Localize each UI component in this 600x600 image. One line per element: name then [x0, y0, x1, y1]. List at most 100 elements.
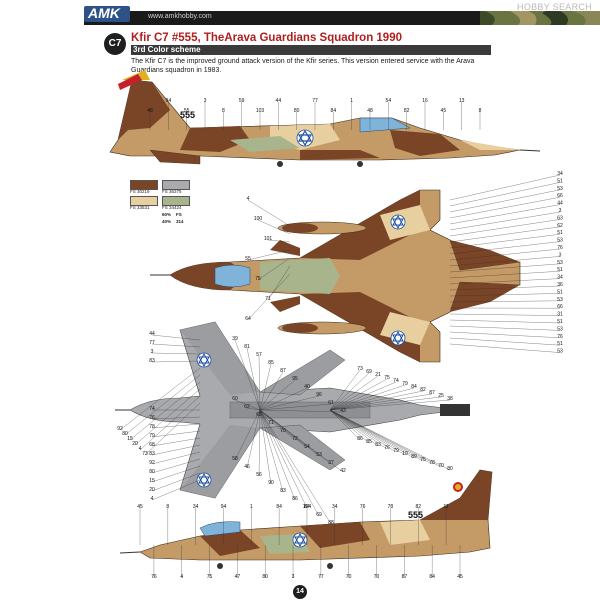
watermark: HOBBY SEARCH — [517, 2, 592, 12]
callout-number: 80 — [294, 108, 300, 114]
chip-code: FS 30219 — [130, 189, 150, 194]
callout-number: 80 — [262, 574, 268, 580]
callout-layer: 4894553859103448077841485482164513841001… — [117, 98, 563, 580]
chip-swatch — [162, 196, 190, 206]
callout-leader — [259, 409, 296, 501]
callout-number: 44 — [557, 201, 563, 207]
callout-leader — [449, 248, 561, 261]
mix-percent: 60% — [162, 212, 172, 217]
callout-number: 86 — [357, 436, 363, 442]
callout-number: 77 — [149, 340, 155, 346]
callout-leader — [449, 331, 561, 338]
callout-leader — [151, 416, 201, 420]
callout-number: 84 — [411, 384, 417, 390]
callout-number: 4 — [139, 446, 142, 452]
callout-leader — [449, 293, 561, 297]
callout-number: 82 — [415, 504, 421, 510]
callout-number: 80 — [149, 469, 155, 475]
callout-number: 61 — [328, 400, 334, 406]
callout-number: 20 — [132, 441, 138, 447]
callout-leader — [151, 444, 201, 456]
callout-number: 66 — [557, 304, 563, 310]
callout-number: 4 — [180, 574, 183, 580]
callout-number: 76 — [149, 415, 155, 421]
callout-number: 1 — [250, 504, 253, 510]
chip-code: FS 36375 — [162, 189, 182, 194]
callout-leader — [329, 409, 424, 462]
callout-leader — [134, 388, 201, 446]
callout-number: 101 — [264, 236, 273, 242]
callout-number: 94 — [166, 98, 172, 104]
callout-number: 51 — [557, 230, 563, 236]
tail-number-bottom: 555 — [408, 510, 423, 520]
callout-number: 16 — [422, 98, 428, 104]
profile-description: The Kfir C7 is the improved ground attac… — [131, 58, 475, 74]
callout-leader — [329, 387, 415, 411]
callout-leader — [259, 409, 296, 441]
callout-leader — [247, 249, 291, 261]
callout-number: 82 — [420, 387, 426, 393]
callout-leader — [259, 363, 272, 411]
callout-number: 76 — [360, 504, 366, 510]
callout-leader — [151, 334, 201, 341]
callout-leader — [449, 234, 561, 249]
callout-number: 87 — [280, 368, 286, 374]
callout-number: 53 — [557, 326, 563, 332]
callout-number: 70 — [346, 574, 352, 580]
callout-number: 3 — [559, 252, 562, 258]
callout-leader — [329, 409, 370, 444]
callout-leader — [151, 458, 201, 474]
chip-swatch — [130, 180, 158, 190]
scheme-bar — [131, 45, 491, 55]
callout-number: 66 — [557, 193, 563, 199]
callout-leader — [329, 390, 424, 411]
callout-number: 72 — [292, 436, 298, 442]
callout-leader — [449, 241, 561, 255]
callout-number: 79 — [149, 433, 155, 439]
callout-number: 85 — [268, 360, 274, 366]
callout-number: 45 — [441, 108, 447, 114]
callout-number: 46 — [244, 464, 250, 470]
callout-number: 15 — [127, 436, 133, 442]
callout-number: 88 — [328, 520, 334, 526]
callout-number: 94 — [221, 504, 227, 510]
callout-number: 51 — [557, 319, 563, 325]
callout-leader — [259, 387, 308, 411]
callout-leader — [329, 409, 451, 471]
callout-leader — [329, 372, 370, 411]
callout-leader — [267, 239, 291, 243]
callout-leader — [449, 285, 561, 291]
callout-leader — [449, 204, 561, 225]
callout-number: 83 — [280, 488, 286, 494]
callout-number: 53 — [557, 186, 563, 192]
callout-number: 87 — [402, 574, 408, 580]
callout-leader — [259, 371, 284, 411]
callout-number: 68 — [149, 442, 155, 448]
callout-number: 84 — [429, 574, 435, 580]
callout-number: 89 — [411, 454, 417, 460]
callout-number: 75 — [255, 276, 261, 282]
callout-number: 82 — [404, 108, 410, 114]
callout-number: 47 — [235, 574, 241, 580]
callout-number: 83 — [149, 358, 155, 364]
callout-number: 76 — [151, 574, 157, 580]
callout-number: 79 — [393, 448, 399, 454]
callout-number: 3 — [292, 574, 295, 580]
callout-leader — [151, 352, 201, 355]
callout-number: 77 — [312, 98, 318, 104]
callout-number: 73 — [357, 366, 363, 372]
callout-leader — [259, 409, 284, 433]
callout-number: 34 — [332, 504, 338, 510]
callout-number: 83 — [149, 451, 155, 457]
callout-number: 31 — [557, 312, 563, 318]
callout-number: 77 — [318, 574, 324, 580]
callout-leader — [139, 395, 201, 451]
mix-code: FS — [176, 212, 182, 217]
mix-percent: 40% — [162, 219, 172, 224]
callout-number: 83 — [375, 442, 381, 448]
callout-leader — [246, 409, 261, 469]
callout-number: 103 — [256, 108, 265, 114]
callout-leader — [151, 479, 201, 501]
callout-number: 8 — [479, 108, 482, 114]
side-profile-top: 555 — [109, 70, 541, 167]
